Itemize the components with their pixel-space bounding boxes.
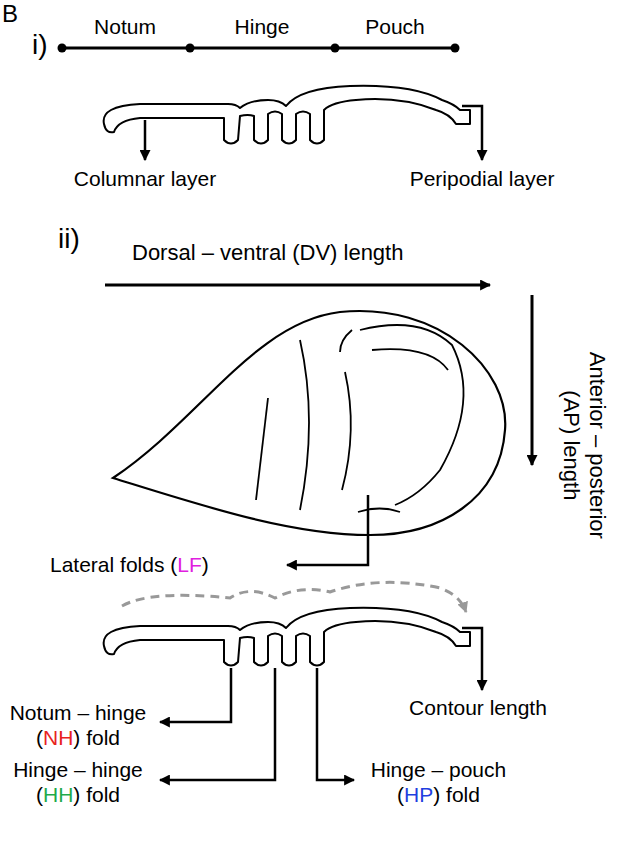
fold-label: Notum – hinge (NH) fold [2, 700, 154, 750]
dv-arrow [105, 284, 490, 287]
region-label: Pouch [365, 14, 425, 39]
contour-arrow [122, 582, 466, 612]
panel-number: ii) [58, 222, 80, 256]
abbreviation: NH [43, 726, 73, 749]
abbreviation: LF [177, 553, 202, 576]
fold-label: Hinge – pouch (HP) fold [356, 757, 521, 807]
disc-cross-section [104, 86, 470, 144]
measure-label: Contour length [409, 695, 547, 720]
region-label: Notum [94, 14, 156, 39]
fold-label: Lateral folds (LF) [50, 552, 209, 577]
abbreviation: HP [404, 783, 433, 806]
ap-arrow [531, 295, 534, 465]
axis-label: Anterior – posterior (AP) length [557, 338, 610, 553]
fold-label: Hinge – hinge (HH) fold [2, 757, 154, 807]
panel-number: i) [32, 28, 48, 62]
axis-label: Dorsal – ventral (DV) length [132, 240, 403, 266]
lateral-fold-lines [256, 325, 464, 512]
layer-label: Columnar layer [74, 166, 216, 191]
region-label: Hinge [235, 14, 290, 39]
disc-outline [113, 311, 505, 535]
region-line [62, 47, 455, 50]
disc-cross-section [104, 608, 470, 666]
abbreviation: HH [43, 783, 73, 806]
panel-letter: B [2, 0, 18, 29]
layer-label: Peripodial layer [410, 166, 555, 191]
